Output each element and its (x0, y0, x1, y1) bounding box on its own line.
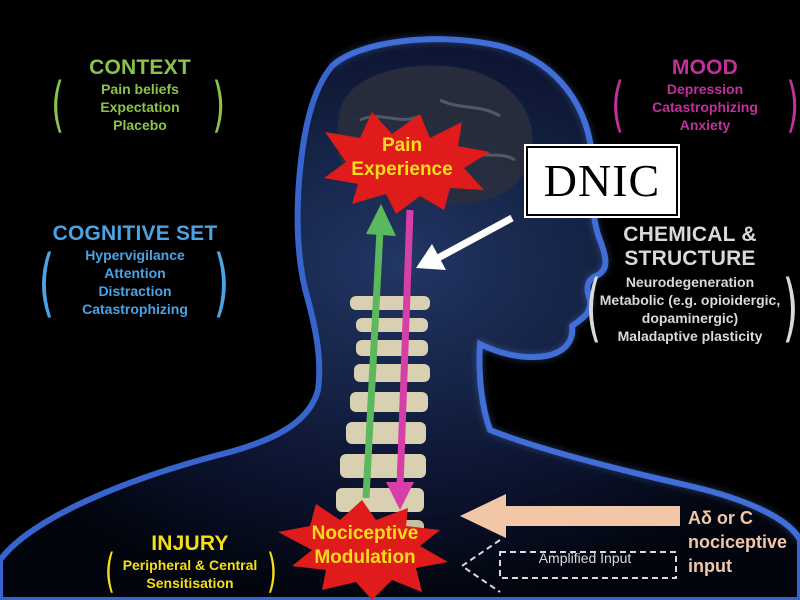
injury-heading: INJURY (151, 532, 229, 555)
mood-group: ( ) MOOD Depression Catastrophizing Anxi… (600, 56, 800, 140)
left-bracket-icon: ( (38, 240, 55, 326)
nociceptive-input-line: nociceptive (688, 532, 788, 552)
chemical-structure-item: Maladaptive plasticity (617, 328, 763, 344)
cognitive-set-heading: COGNITIVE SET (52, 222, 218, 245)
injury-group: ( ) INJURY Peripheral & Central Sensitis… (95, 532, 285, 598)
nociceptive-input-label: Aδ or C nociceptive input (688, 506, 800, 578)
nociceptive-modulation-line: Modulation (314, 547, 416, 568)
pain-experience-line: Experience (351, 159, 453, 180)
chemical-structure-group: ( ) CHEMICAL & STRUCTURE Neurodegenerati… (585, 223, 798, 351)
context-item: Placebo (113, 117, 167, 133)
amplified-input-label: Amplified Input (538, 550, 632, 566)
cognitive-set-group: ( ) COGNITIVE SET Hypervigilance Attenti… (30, 222, 240, 326)
right-bracket-icon: ) (785, 70, 799, 140)
right-bracket-icon: ) (782, 265, 799, 351)
mood-heading: MOOD (671, 56, 739, 79)
nociceptive-modulation-line: Nociceptive (311, 523, 419, 544)
context-item: Pain beliefs (101, 81, 179, 97)
chemical-structure-item: Neurodegeneration (625, 274, 755, 290)
descending-arrow-icon (396, 209, 414, 487)
dnic-pointer-arrowhead-icon (416, 244, 446, 270)
nociceptive-input-line: input (688, 556, 732, 576)
nociceptive-modulation-label: Nociceptive Modulation (280, 522, 450, 570)
ascending-arrowhead-icon (366, 204, 396, 236)
descending-arrowhead-icon (386, 482, 414, 510)
right-bracket-icon: ) (211, 70, 225, 140)
pain-experience-line: Pain (381, 135, 423, 156)
amplified-input-arrow-icon (460, 539, 677, 593)
right-bracket-icon: ) (213, 240, 230, 326)
nociceptive-input-line: Aδ or C (688, 508, 753, 528)
right-bracket-icon: ) (267, 544, 277, 598)
mood-item: Catastrophizing (652, 99, 758, 115)
mood-item: Depression (666, 81, 744, 97)
cognitive-set-item: Catastrophizing (82, 301, 188, 317)
cognitive-set-item: Distraction (98, 283, 172, 299)
injury-item: Peripheral & Central (122, 557, 258, 573)
input-arrowhead-icon (460, 494, 506, 538)
context-item: Expectation (100, 99, 180, 115)
chemical-structure-heading: STRUCTURE (624, 247, 756, 270)
context-heading: CONTEXT (89, 56, 191, 79)
ascending-arrow-icon (362, 229, 384, 499)
left-bracket-icon: ( (105, 544, 115, 598)
dnic-label-box: DNIC (526, 146, 678, 216)
left-bracket-icon: ( (611, 70, 625, 140)
chemical-structure-item: dopaminergic) (641, 310, 739, 326)
mood-item: Anxiety (679, 117, 731, 133)
chemical-structure-heading: CHEMICAL & (623, 223, 757, 246)
pain-experience-burst-icon (324, 112, 490, 214)
left-bracket-icon: ( (585, 265, 602, 351)
pain-experience-label: Pain Experience (322, 134, 482, 182)
input-arrow-icon (500, 506, 680, 526)
cognitive-set-item: Attention (104, 265, 166, 281)
cognitive-set-item: Hypervigilance (85, 247, 185, 263)
context-group: ( ) CONTEXT Pain beliefs Expectation Pla… (40, 56, 240, 140)
injury-item: Sensitisation (146, 575, 234, 591)
nociceptive-modulation-burst-icon (278, 500, 448, 600)
dnic-pointer-arrow-icon (436, 214, 514, 262)
left-bracket-icon: ( (51, 70, 65, 140)
chemical-structure-item: Metabolic (e.g. opioidergic, (599, 292, 781, 308)
